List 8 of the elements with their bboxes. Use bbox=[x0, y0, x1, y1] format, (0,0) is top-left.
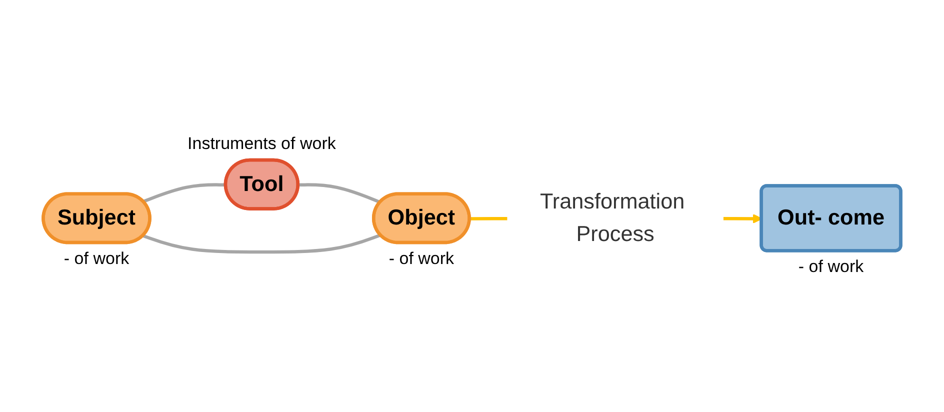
connector bbox=[298, 183, 382, 204]
edge-label: Transformation Process bbox=[540, 190, 685, 246]
node-caption: - of work bbox=[798, 256, 864, 277]
node-caption: - of work bbox=[388, 248, 454, 268]
connector bbox=[142, 234, 382, 254]
connector bbox=[142, 183, 226, 204]
node-caption: - of work bbox=[64, 248, 130, 268]
node-caption: Instruments of work bbox=[188, 134, 336, 154]
